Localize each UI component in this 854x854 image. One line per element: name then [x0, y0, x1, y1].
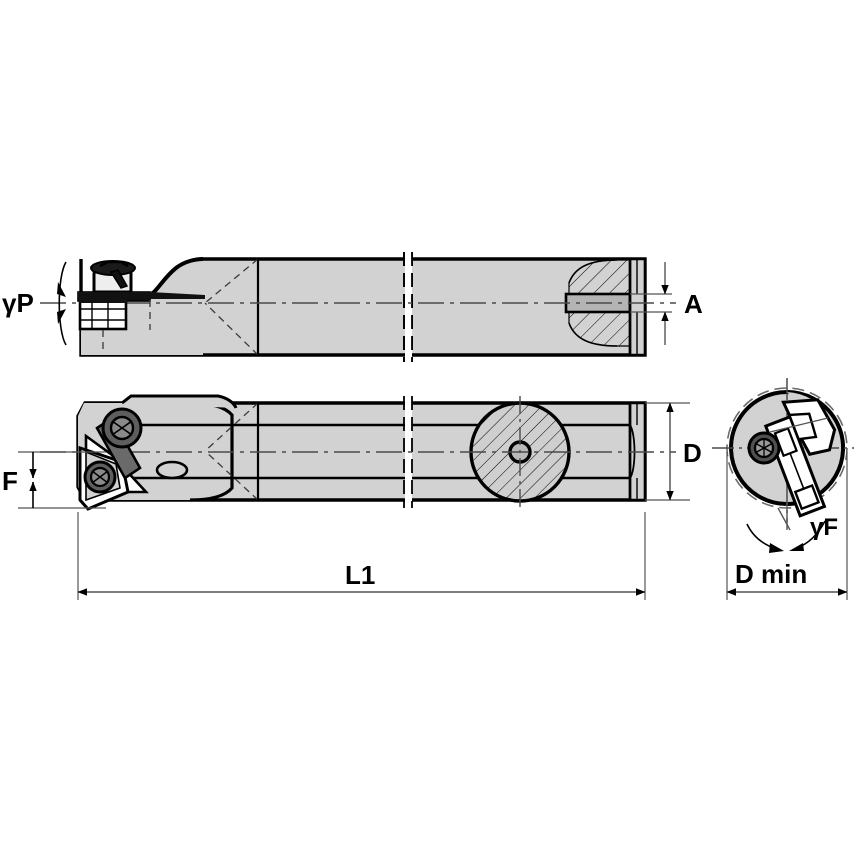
- d-min-label: D min: [735, 559, 807, 589]
- gamma-p-arc: [58, 261, 67, 346]
- insert-side: [78, 299, 128, 331]
- clamp-screw-end: [747, 431, 781, 465]
- dimension-a: A: [630, 262, 703, 345]
- cutting-head-assembly-plan: [78, 394, 238, 511]
- head-top-step-plan: [121, 394, 238, 409]
- dimension-d: D: [645, 402, 702, 501]
- dimension-f: F: [2, 451, 106, 509]
- gamma-f-label: γF: [810, 514, 838, 541]
- f-label: F: [2, 466, 18, 496]
- cutting-head-assembly-side: [77, 260, 205, 352]
- end-view-right: γF D min: [712, 378, 854, 600]
- gamma-f-ref-line-left: [777, 507, 791, 531]
- gamma-p-label: γP: [2, 288, 34, 318]
- hidden-construction-lines-side: [204, 258, 259, 356]
- hidden-construction-lines-plan: [204, 402, 259, 501]
- insert-alignment-line-end: [769, 417, 829, 433]
- dimension-gamma-f: γF: [746, 500, 838, 553]
- d-label: D: [683, 438, 702, 468]
- coolant-outlet-plan: [155, 460, 189, 480]
- break-line-side: [403, 252, 413, 362]
- a-label: A: [684, 289, 703, 319]
- side-view-top: [40, 252, 676, 362]
- dimension-d-min: D min: [726, 452, 848, 600]
- end-cap-side: [628, 257, 647, 357]
- dimension-l1: L1: [77, 512, 646, 600]
- dimension-gamma-p: γP: [2, 261, 67, 346]
- clamp-screw-lower-plan: [83, 460, 117, 494]
- l1-label: L1: [345, 560, 375, 590]
- clamp-screw-upper-plan: [101, 407, 143, 449]
- plan-view-bottom: [40, 394, 676, 511]
